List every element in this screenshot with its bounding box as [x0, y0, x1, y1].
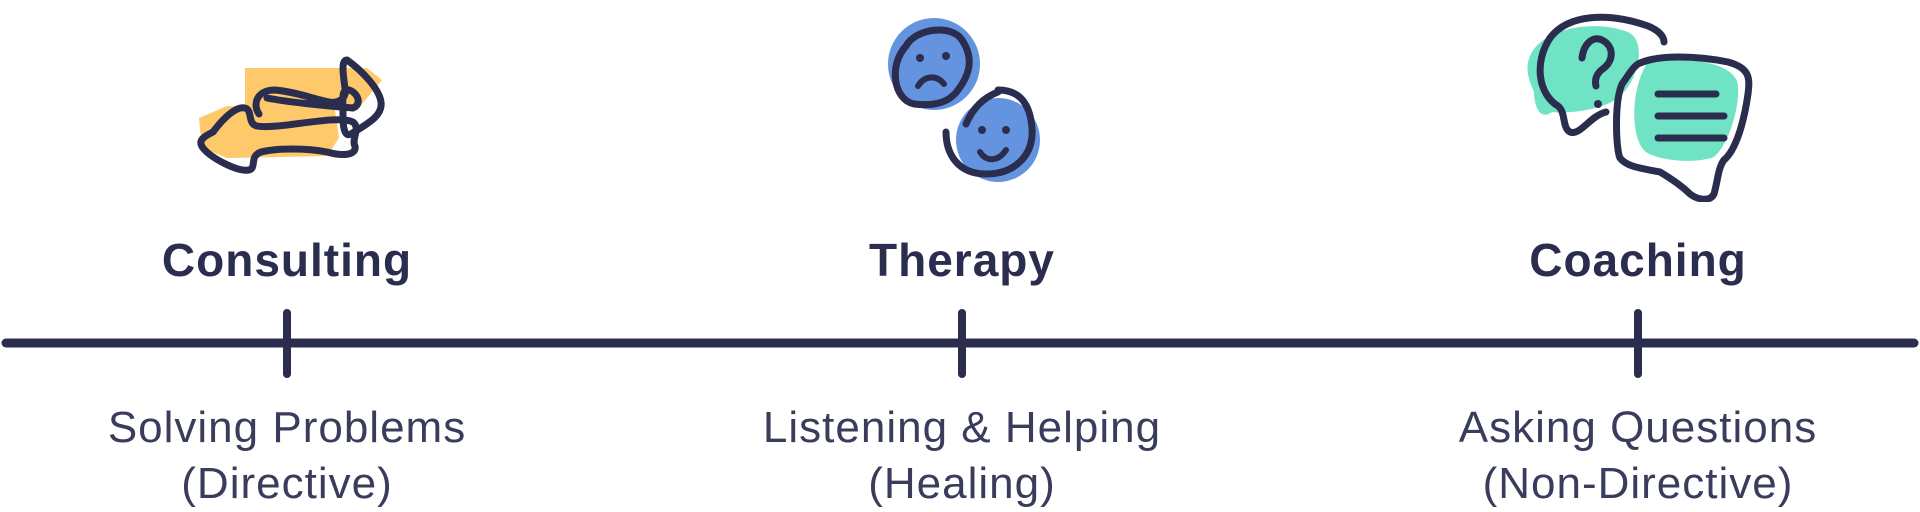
description-line-2: (Healing): [868, 459, 1056, 508]
description-coaching: Asking Questions (Non-Directive): [1378, 400, 1898, 512]
description-line-2: (Directive): [181, 459, 393, 508]
title-consulting: Consulting: [161, 234, 413, 286]
arrows-icon: [197, 56, 385, 174]
title-coaching: Coaching: [1529, 234, 1747, 286]
title-therapy: Therapy: [869, 234, 1055, 286]
description-line-1: Asking Questions: [1458, 403, 1818, 452]
description-therapy: Listening & Helping (Healing): [702, 400, 1222, 512]
description-line-1: Listening & Helping: [762, 403, 1162, 452]
faces-icon: [888, 18, 1040, 182]
description-line-1: Solving Problems: [107, 403, 467, 452]
speech-bubbles-icon: [1527, 13, 1753, 202]
description-line-2: (Non-Directive): [1482, 459, 1794, 508]
description-consulting: Solving Problems (Directive): [27, 400, 547, 512]
